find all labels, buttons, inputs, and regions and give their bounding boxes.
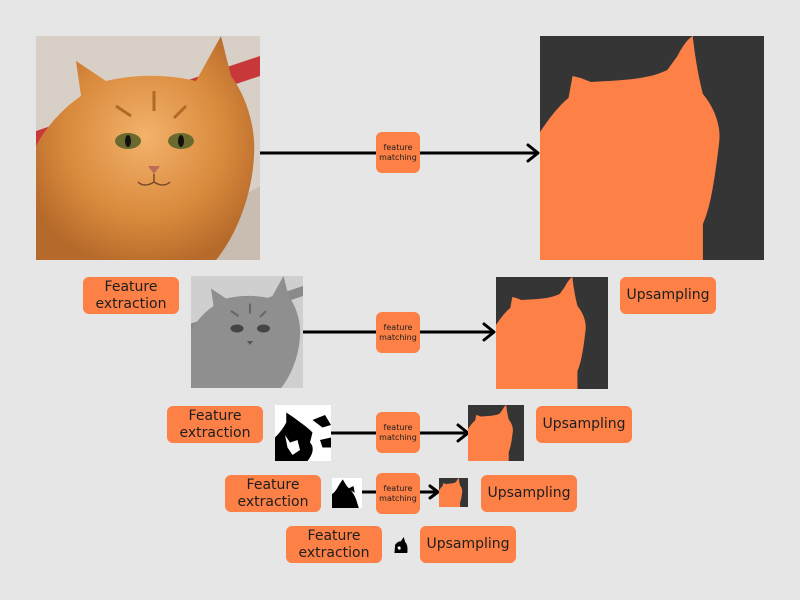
feature-matching-box-2: feature matching	[376, 312, 420, 353]
upsampling-label-2: Upsampling	[626, 287, 710, 303]
feature-extraction-box-5: Feature extraction	[286, 526, 382, 563]
feature-matching-box-1: feature matching	[376, 132, 420, 173]
cat-segmentation-mask-3	[468, 405, 524, 461]
feature-matching-label-4: feature matching	[379, 483, 417, 503]
upsampling-box-4: Upsampling	[481, 475, 577, 512]
cat-photo-binary-small	[332, 478, 362, 508]
upsampling-label-3: Upsampling	[542, 416, 626, 432]
arrow-head-3	[456, 423, 470, 443]
arrow-head-2	[482, 322, 496, 342]
feature-extraction-box-4: Feature extraction	[225, 475, 321, 512]
feature-matching-box-3: feature matching	[376, 412, 420, 453]
feature-matching-label-3: feature matching	[379, 422, 417, 442]
arrow-head-1	[526, 143, 540, 163]
cat-photo-grayscale	[191, 276, 303, 388]
upsampling-box-3: Upsampling	[536, 406, 632, 443]
feature-matching-label-1: feature matching	[379, 142, 417, 162]
upsampling-label-4: Upsampling	[487, 485, 571, 501]
feature-extraction-label-2: Feature extraction	[95, 278, 167, 312]
cat-segmentation-mask-2	[496, 277, 608, 389]
feature-extraction-label-4: Feature extraction	[237, 476, 309, 510]
arrow-head-4	[428, 484, 440, 500]
upsampling-label-5: Upsampling	[426, 536, 510, 552]
cat-photo-binary-tiny	[393, 537, 409, 553]
cat-photo-binary	[275, 405, 331, 461]
feature-extraction-label-3: Feature extraction	[179, 407, 251, 441]
cat-segmentation-mask-1	[540, 36, 764, 260]
upsampling-box-5: Upsampling	[420, 526, 516, 563]
cat-segmentation-mask-4	[439, 478, 468, 507]
feature-matching-label-2: feature matching	[379, 322, 417, 342]
feature-matching-box-4: feature matching	[376, 473, 420, 514]
cat-photo-color	[36, 36, 260, 260]
feature-extraction-label-5: Feature extraction	[298, 527, 370, 561]
feature-extraction-box-3: Feature extraction	[167, 406, 263, 443]
feature-extraction-box-2: Feature extraction	[83, 277, 179, 314]
upsampling-box-2: Upsampling	[620, 277, 716, 314]
